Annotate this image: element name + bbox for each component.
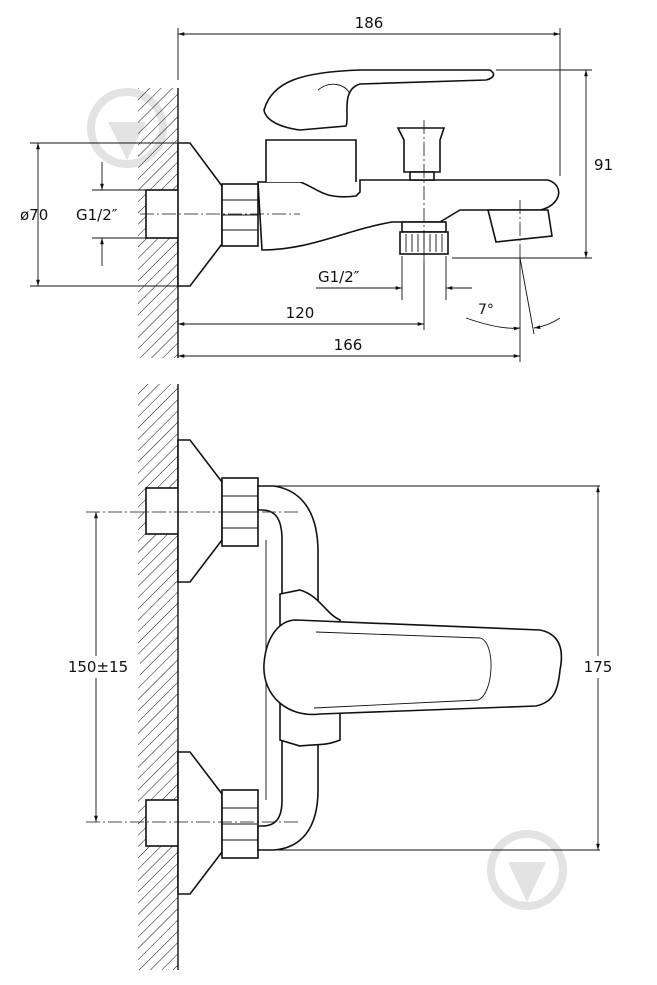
dim-height: 91 <box>594 156 613 174</box>
dim-outlet-distance: 120 <box>286 304 315 322</box>
side-view: 186 91 ø70 G1/2″ G1/2″ 120 166 <box>20 14 613 362</box>
plan-view: 150±15 175 <box>58 384 622 970</box>
dim-overall-width: 175 <box>584 658 613 676</box>
upper-wall-pipe <box>145 487 181 535</box>
upper-flange <box>177 439 223 583</box>
dim-outlet-thread: G1/2″ <box>318 268 360 286</box>
dim-spout-length: 166 <box>334 336 363 354</box>
wall-hatch-bottom <box>138 384 178 970</box>
dim-wall-thread: G1/2″ <box>76 206 118 224</box>
lever-handle <box>263 69 495 131</box>
dim-angle: 7° <box>478 302 494 318</box>
cartridge-neck <box>265 139 357 182</box>
lower-wall-pipe <box>145 799 181 847</box>
watermark-bottom <box>487 830 567 910</box>
lever-handle-plan <box>263 619 563 716</box>
flange <box>177 142 223 287</box>
diverter-knob <box>396 127 446 173</box>
lower-flange <box>177 751 223 895</box>
dim-center-distance: 150±15 <box>68 658 128 676</box>
mixer-body <box>257 179 560 251</box>
dim-flange-diameter: ø70 <box>20 206 48 224</box>
shower-drop-logo-icon <box>487 830 567 910</box>
dim-overall-length: 186 <box>355 14 384 32</box>
